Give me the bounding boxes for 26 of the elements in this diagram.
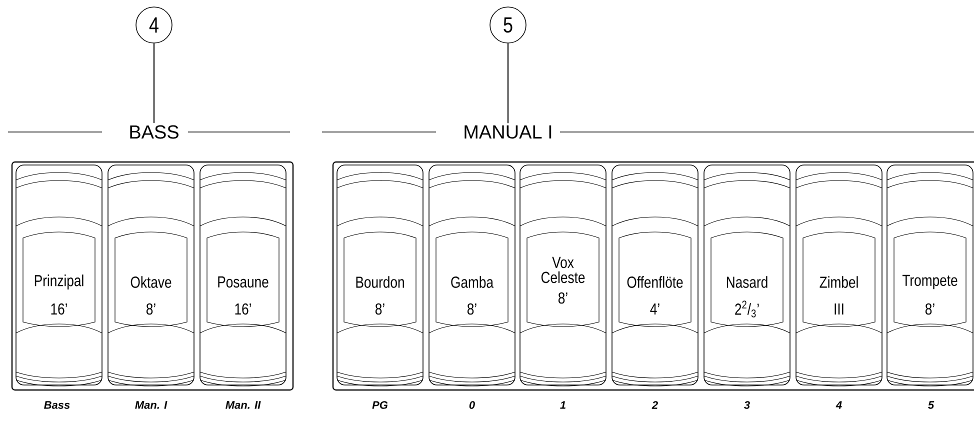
stop-tab: Oktave 8’ bbox=[108, 164, 194, 386]
leader-line bbox=[153, 43, 155, 124]
stop-tab: Prinzipal 16’ bbox=[16, 164, 102, 386]
stop-tab: Offenflöte 4’ bbox=[612, 164, 698, 386]
section-heading: BASS bbox=[130, 125, 178, 139]
stop-tab: Nasard 2$^{2}$/$_{3}$’ bbox=[704, 164, 790, 386]
stop-label: 5 bbox=[928, 401, 934, 409]
stop-label: PG bbox=[372, 401, 388, 409]
stop-tab: Bourdon 8’ bbox=[336, 164, 424, 386]
stop-label: Man. II bbox=[226, 401, 261, 409]
stop-tab: Zimbel III bbox=[796, 164, 882, 386]
stop-label: 2 bbox=[652, 401, 658, 409]
callout-number: 4 bbox=[136, 6, 172, 44]
stop-tab: Posaune 16’ bbox=[200, 164, 286, 386]
stop-label: Man. I bbox=[135, 401, 168, 409]
callout-number: 5 bbox=[490, 6, 526, 44]
stop-label: 0 bbox=[469, 401, 475, 409]
section-heading: MANUAL I bbox=[464, 125, 552, 139]
stop-label: 4 bbox=[836, 401, 842, 409]
stop-tab: Trompete 8’ bbox=[886, 164, 974, 386]
stop-tab: Vox Celeste 8’ bbox=[520, 164, 606, 386]
stop-tab: Gamba 8’ bbox=[428, 164, 516, 386]
stop-label: 1 bbox=[560, 401, 566, 409]
leader-line bbox=[507, 43, 509, 124]
stop-label: 3 bbox=[744, 401, 750, 409]
stop-label: Bass bbox=[44, 401, 70, 409]
